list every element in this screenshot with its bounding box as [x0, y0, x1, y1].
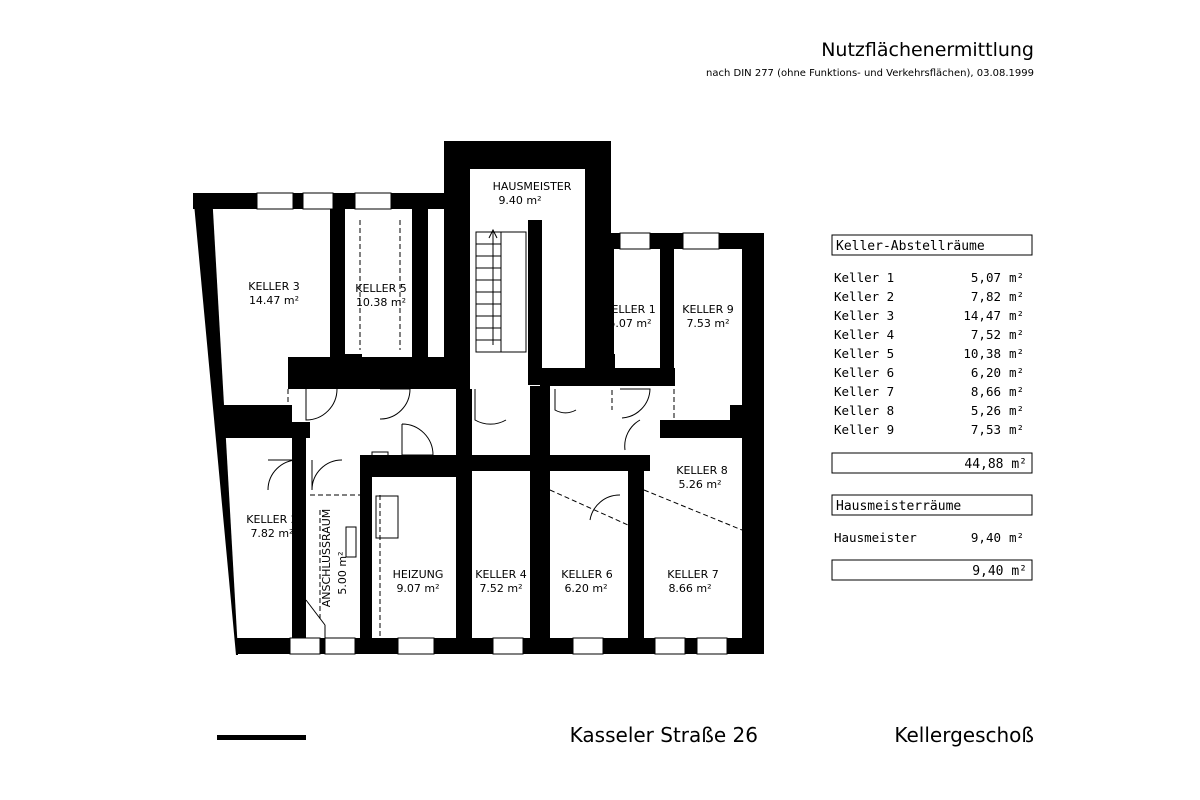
svg-text:5.00 m²: 5.00 m² [336, 551, 349, 594]
doors [267, 388, 651, 521]
footer-floor: Kellergeschoß [894, 723, 1034, 747]
hausmeister-row-value: 9,40 [971, 530, 1001, 545]
svg-text:ANSCHLUSSRAUM: ANSCHLUSSRAUM [320, 509, 333, 608]
dashed-lines [287, 220, 743, 638]
svg-text:KELLER 1: KELLER 1 [604, 303, 656, 316]
keller-row-value: 5,26 [971, 403, 1001, 418]
keller-row-label: Keller 6 [834, 365, 894, 380]
svg-text:HEIZUNG: HEIZUNG [393, 568, 444, 581]
svg-text:7.53 m²: 7.53 m² [686, 317, 729, 330]
staircase [475, 228, 527, 353]
svg-text:KELLER 5: KELLER 5 [355, 282, 407, 295]
page-title: Nutzflächenermittlung [821, 39, 1034, 61]
keller-row-unit: m² [1009, 346, 1024, 361]
room-label-keller2: KELLER 2 7.82 m² [246, 513, 298, 540]
keller-table-heading: Keller-Abstellräume [836, 239, 985, 254]
hausmeister-row-unit: m² [1009, 530, 1024, 545]
keller-row-value: 5,07 [971, 270, 1001, 285]
svg-text:9.40 m²: 9.40 m² [498, 194, 541, 207]
room-label-anschlussraum: ANSCHLUSSRAUM 5.00 m² [320, 509, 349, 608]
keller-row-unit: m² [1009, 270, 1024, 285]
svg-text:KELLER 6: KELLER 6 [561, 568, 613, 581]
keller-row-value: 6,20 [971, 365, 1001, 380]
keller-row-label: Keller 1 [834, 270, 894, 285]
windows [256, 192, 728, 655]
svg-text:6.20 m²: 6.20 m² [564, 582, 607, 595]
hausmeister-table: Hausmeisterräume Hausmeister 9,40 m² 9,4… [831, 494, 1033, 581]
room-label-keller8: KELLER 8 5.26 m² [676, 464, 728, 491]
keller-row-label: Keller 8 [834, 403, 894, 418]
svg-text:KELLER 3: KELLER 3 [248, 280, 300, 293]
svg-text:9.07 m²: 9.07 m² [396, 582, 439, 595]
keller-row-unit: m² [1009, 365, 1024, 380]
svg-text:7.82 m²: 7.82 m² [250, 527, 293, 540]
footer-address: Kasseler Straße 26 [570, 723, 758, 747]
svg-text:KELLER 7: KELLER 7 [667, 568, 719, 581]
keller-row-unit: m² [1009, 308, 1024, 323]
room-label-keller4: KELLER 4 7.52 m² [475, 568, 527, 595]
svg-text:HAUSMEISTER: HAUSMEISTER [493, 180, 572, 193]
room-label-keller1: KELLER 1 5.07 m² [604, 303, 656, 330]
room-label-heizung: HEIZUNG 9.07 m² [393, 568, 444, 595]
room-label-keller3: KELLER 3 14.47 m² [248, 280, 300, 307]
scale-bar [217, 735, 306, 740]
keller-row-value: 7,82 [971, 289, 1001, 304]
keller-row-label: Keller 5 [834, 346, 894, 361]
keller-table: Keller-Abstellräume Keller 1 5,07 m² Keller… [831, 234, 1033, 474]
svg-text:14.47 m²: 14.47 m² [249, 294, 299, 307]
keller-row-unit: m² [1009, 327, 1024, 342]
svg-text:5.26 m²: 5.26 m² [678, 478, 721, 491]
room-label-keller9: KELLER 9 7.53 m² [682, 303, 734, 330]
keller-row-value: 10,38 [963, 346, 1001, 361]
keller-row-value: 8,66 [971, 384, 1001, 399]
svg-text:KELLER 2: KELLER 2 [246, 513, 298, 526]
walls [193, 141, 764, 655]
room-label-hausmeister: HAUSMEISTER 9.40 m² [493, 180, 572, 207]
keller-row-label: Keller 9 [834, 422, 894, 437]
keller-row-unit: m² [1009, 403, 1024, 418]
room-label-keller7: KELLER 7 8.66 m² [667, 568, 719, 595]
hausmeister-row-label: Hausmeister [834, 530, 917, 545]
svg-text:7.52 m²: 7.52 m² [479, 582, 522, 595]
keller-row-unit: m² [1009, 422, 1024, 437]
svg-text:5.07 m²: 5.07 m² [608, 317, 651, 330]
keller-row-label: Keller 2 [834, 289, 894, 304]
keller-row-label: Keller 7 [834, 384, 894, 399]
keller-row-label: Keller 4 [834, 327, 894, 342]
svg-text:KELLER 9: KELLER 9 [682, 303, 734, 316]
room-label-keller6: KELLER 6 6.20 m² [561, 568, 613, 595]
hausmeister-table-heading: Hausmeisterräume [836, 499, 961, 514]
keller-row-value: 7,53 [971, 422, 1001, 437]
room-label-keller5: KELLER 5 10.38 m² [355, 282, 407, 309]
keller-row-value: 14,47 [963, 308, 1001, 323]
keller-row-unit: m² [1009, 384, 1024, 399]
svg-text:8.66 m²: 8.66 m² [668, 582, 711, 595]
keller-table-total: 44,88 m² [964, 457, 1027, 472]
svg-text:10.38 m²: 10.38 m² [356, 296, 406, 309]
svg-text:KELLER 8: KELLER 8 [676, 464, 728, 477]
keller-row-unit: m² [1009, 289, 1024, 304]
page-subtitle: nach DIN 277 (ohne Funktions- und Verkeh… [706, 68, 1034, 79]
keller-row-label: Keller 3 [834, 308, 894, 323]
svg-text:KELLER 4: KELLER 4 [475, 568, 527, 581]
keller-row-value: 7,52 [971, 327, 1001, 342]
hausmeister-table-total: 9,40 m² [972, 564, 1027, 579]
